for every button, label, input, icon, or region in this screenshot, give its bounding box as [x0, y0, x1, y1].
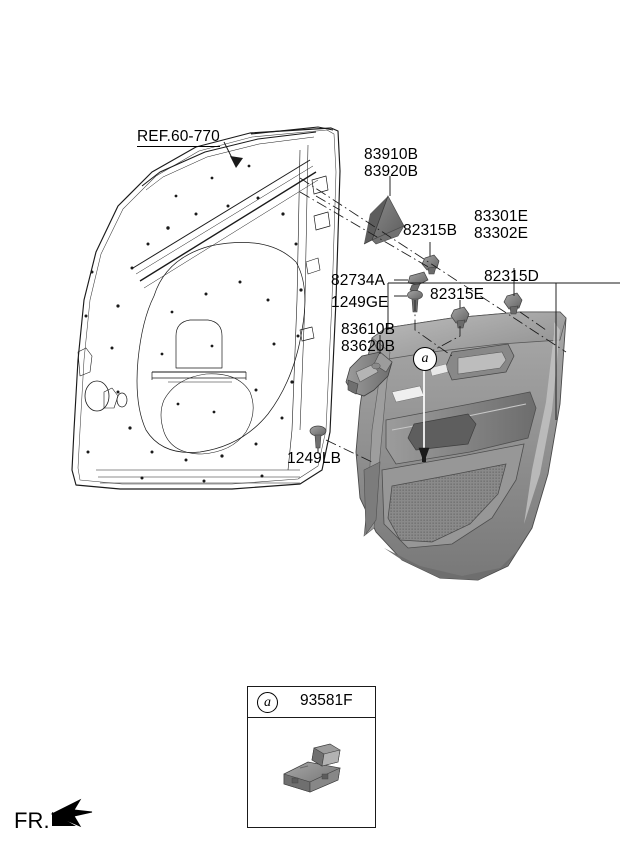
part-83910B-83920B-cover [363, 195, 405, 245]
door-shell-outline [71, 126, 341, 490]
door-shell-fastener-dots [84, 164, 303, 483]
inset-detail-box: a 93581F [247, 686, 376, 828]
part-1249GE-screw [407, 290, 423, 313]
callout-a-marker: a [413, 347, 437, 371]
part-label-83302E: 83302E [474, 225, 529, 242]
inset-part-number: 93581F [300, 692, 353, 709]
inset-body [248, 718, 375, 858]
part-label-83620B: 83620B [341, 338, 396, 355]
orientation-label-fr: FR. [14, 808, 50, 833]
part-82315D-clip [503, 292, 523, 315]
fr-direction-arrow [50, 798, 93, 828]
part-83610B-83620B-handle [345, 351, 393, 397]
part-label-1249LB: 1249LB [287, 450, 342, 467]
reference-label-60-770: REF.60-770 [137, 128, 220, 147]
part-label-83301E: 83301E [474, 208, 529, 225]
door-trim-panel [355, 311, 567, 581]
inset-callout-a: a [257, 692, 278, 713]
inset-header: a 93581F [248, 687, 375, 718]
part-label-83920B: 83920B [364, 163, 419, 180]
part-label-82315D: 82315D [484, 268, 539, 285]
assembly-axis-lines [299, 177, 567, 463]
part-label-82315B: 82315B [403, 222, 458, 239]
part-label-82734A: 82734A [331, 272, 386, 289]
callout-a-leader [418, 370, 430, 463]
part-label-83610B: 83610B [341, 321, 396, 338]
part-label-83910B: 83910B [364, 146, 419, 163]
part-82315E-clip [450, 306, 470, 329]
part-82734A-clip [407, 271, 429, 294]
inset-switch-artwork [283, 743, 341, 793]
part-label-1249GE: 1249GE [331, 294, 389, 311]
part-label-82315E: 82315E [430, 286, 485, 303]
part-1249LB-screw [309, 425, 327, 449]
